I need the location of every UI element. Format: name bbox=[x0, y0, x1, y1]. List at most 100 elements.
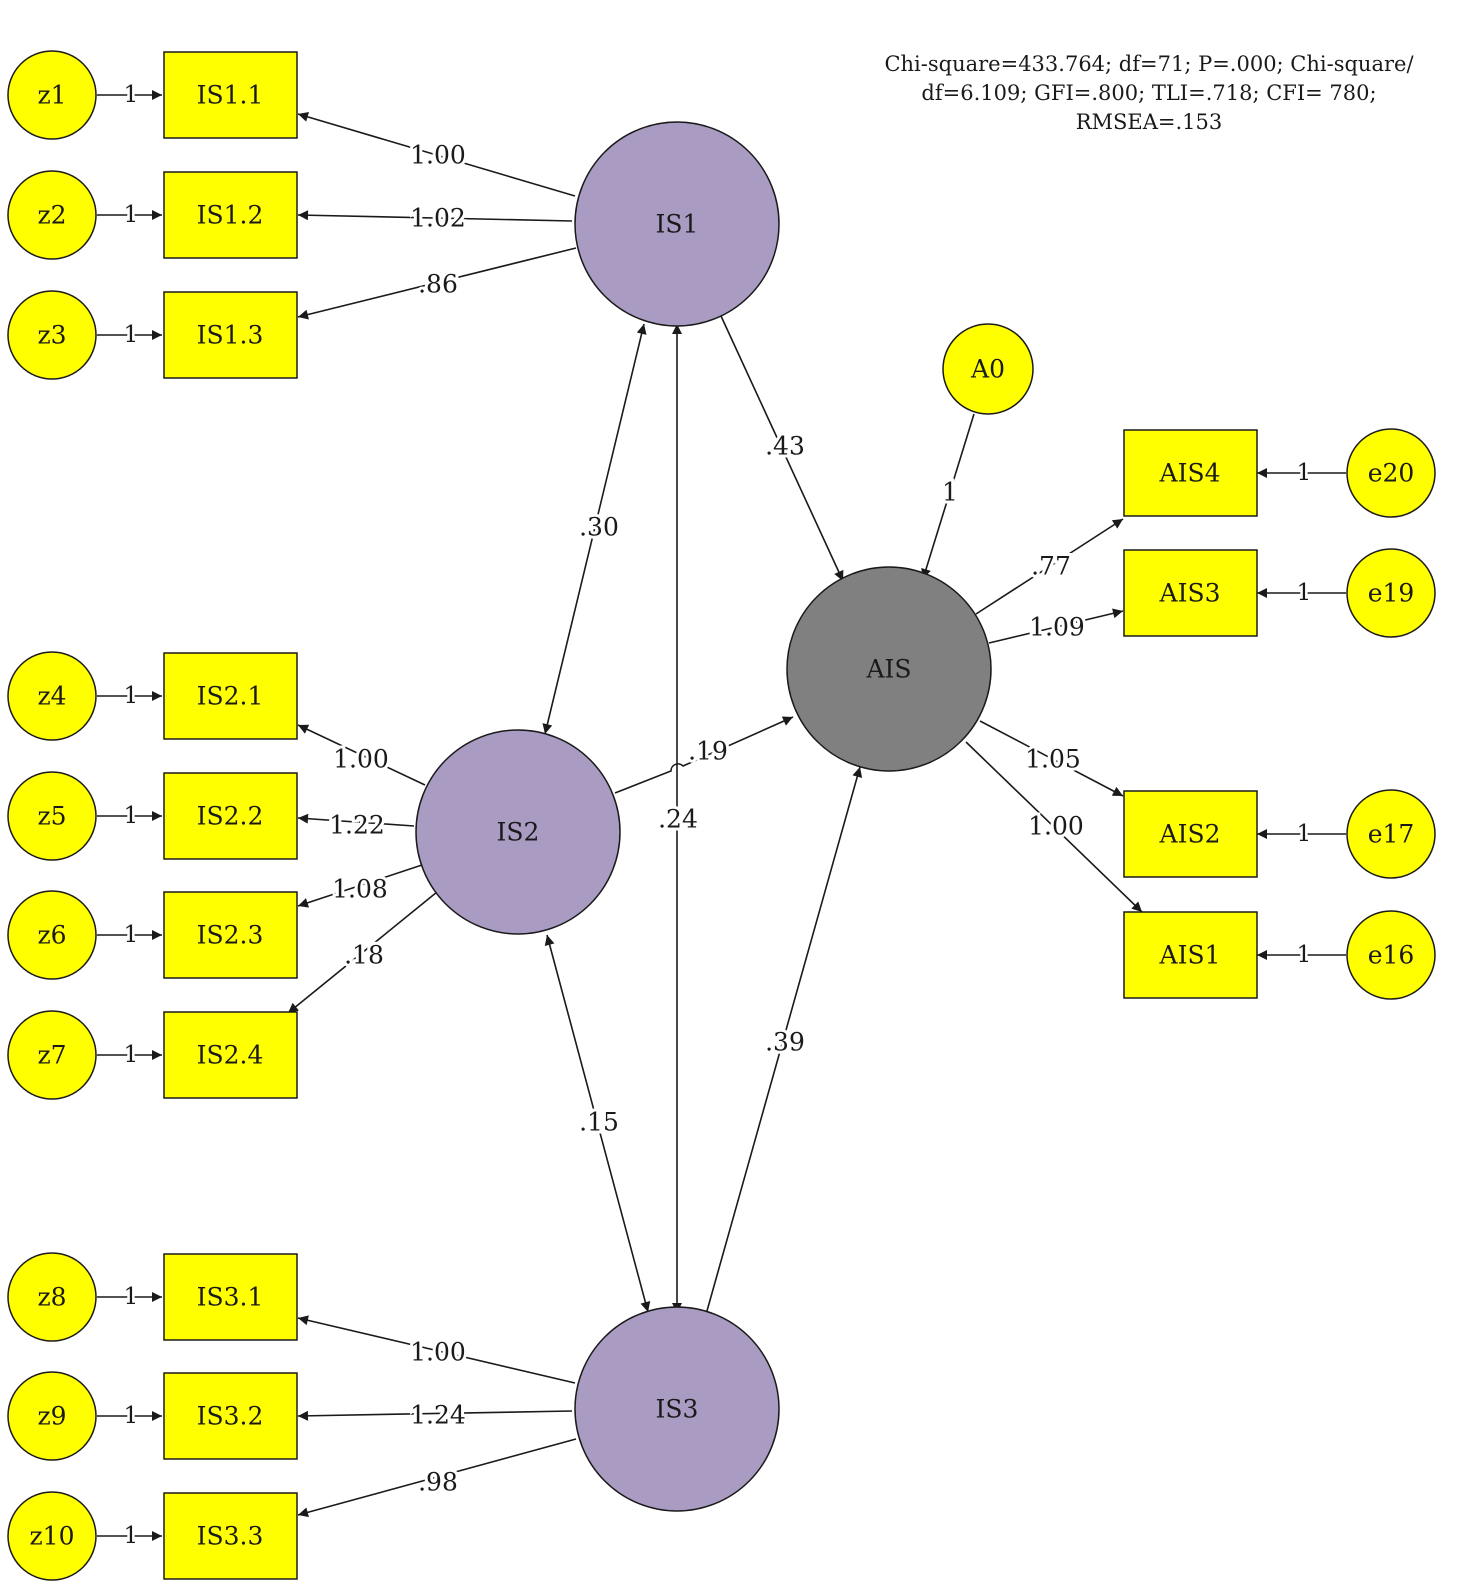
node-label-is2-1: IS2.1 bbox=[197, 682, 264, 711]
edge-label-ais-ais2: 1.05 bbox=[1025, 745, 1081, 774]
indicator-box-is1-1 bbox=[163, 51, 298, 139]
node-labels: z1 z2 z3 z4 z5 z6 z7 z8 z9 z10 IS1.1 IS1… bbox=[30, 81, 1415, 1551]
edge-label-z4: 1 bbox=[124, 683, 139, 709]
edge-label-is2-is3: .15 bbox=[579, 1108, 619, 1137]
edge-label-is2-is2-3: 1.08 bbox=[332, 875, 388, 904]
edge-label-a0-ais: 1 bbox=[942, 478, 958, 507]
error-node-e19 bbox=[1346, 548, 1436, 638]
path-is1-is1-2 bbox=[297, 210, 573, 222]
error-node-z10 bbox=[7, 1491, 97, 1581]
error-node-z9 bbox=[7, 1371, 97, 1461]
edge-labels: 1 1 1 1 1 1 1 1 1 1 1 1 1 1 1.00 1.02 .8… bbox=[121, 80, 1314, 1552]
node-label-is2-4: IS2.4 bbox=[197, 1041, 264, 1070]
fit-stats-line-3: RMSEA=.153 bbox=[1076, 110, 1223, 134]
edge-label-is3-is3-1: 1.00 bbox=[410, 1338, 466, 1367]
edge-label-is3-ais: .39 bbox=[765, 1028, 805, 1057]
cov-is2-is3 bbox=[544, 934, 651, 1313]
path-is1-ais bbox=[720, 315, 844, 582]
edge-label-z8: 1 bbox=[124, 1284, 139, 1310]
error-node-z4 bbox=[7, 651, 97, 741]
observed-indicators-left bbox=[163, 51, 298, 1580]
node-label-ais3: AIS3 bbox=[1159, 579, 1221, 608]
path-is2-is2-4 bbox=[287, 891, 438, 1014]
edge-label-ais-ais4: .77 bbox=[1031, 552, 1071, 581]
node-label-z9: z9 bbox=[37, 1402, 66, 1431]
node-label-z2: z2 bbox=[37, 201, 66, 230]
fit-stats-line-1: Chi-square=433.764; df=71; P=.000; Chi-s… bbox=[884, 52, 1414, 76]
path-is2-is2-2 bbox=[297, 813, 415, 827]
edge-label-is1-is1-2: 1.02 bbox=[410, 204, 466, 233]
node-label-a0: A0 bbox=[970, 355, 1005, 384]
error-node-z7 bbox=[7, 1010, 97, 1100]
latent-node-ais bbox=[786, 566, 992, 772]
node-label-is3-1: IS3.1 bbox=[197, 1283, 264, 1312]
indicator-box-is2-1 bbox=[163, 652, 298, 740]
edge-label-is3-is3-3: .98 bbox=[418, 1468, 458, 1497]
edge-label-is2-ais: .19 bbox=[688, 737, 728, 766]
error-node-a0 bbox=[942, 323, 1034, 415]
edge-label-e16: 1 bbox=[1297, 942, 1312, 968]
path-is2-is2-1 bbox=[297, 724, 426, 786]
path-ais-ais4 bbox=[975, 518, 1124, 615]
node-label-e16: e16 bbox=[1368, 941, 1415, 970]
node-label-z10: z10 bbox=[30, 1522, 75, 1551]
indicator-box-ais3 bbox=[1123, 549, 1258, 637]
observed-indicators-right bbox=[1123, 429, 1258, 999]
indicator-box-is3-1 bbox=[163, 1253, 298, 1341]
path-is3-is3-2 bbox=[297, 1410, 573, 1421]
edge-label-ais-ais3: 1.09 bbox=[1029, 613, 1085, 642]
edge-label-is2-is2-4: .18 bbox=[344, 941, 384, 970]
node-label-ais1: AIS1 bbox=[1159, 941, 1221, 970]
edge-label-is1-is1-1: 1.00 bbox=[410, 141, 466, 170]
latent-node-is3 bbox=[574, 1306, 780, 1512]
error-node-z2 bbox=[7, 170, 97, 260]
edge-label-is1-is1-3: .86 bbox=[418, 270, 458, 299]
edge-label-is1-is3: .24 bbox=[658, 805, 698, 834]
error-node-e20 bbox=[1346, 428, 1436, 518]
edge-label-is2-is2-2: 1.22 bbox=[329, 811, 385, 840]
node-label-e17: e17 bbox=[1368, 820, 1415, 849]
fit-statistics: Chi-square=433.764; df=71; P=.000; Chi-s… bbox=[884, 52, 1414, 134]
path-is3-is3-1 bbox=[297, 1315, 576, 1384]
indicator-box-is3-3 bbox=[163, 1492, 298, 1580]
edge-label-z3: 1 bbox=[124, 322, 139, 348]
indicator-box-is2-2 bbox=[163, 772, 298, 860]
node-label-ais2: AIS2 bbox=[1159, 820, 1221, 849]
error-node-z1 bbox=[7, 50, 97, 140]
error-node-z3 bbox=[7, 290, 97, 380]
path-a0-ais bbox=[921, 413, 975, 580]
node-label-is1-2: IS1.2 bbox=[197, 201, 264, 230]
node-label-is3-3: IS3.3 bbox=[197, 1522, 264, 1551]
node-label-is1: IS1 bbox=[656, 210, 699, 239]
error-node-e16 bbox=[1346, 910, 1436, 1000]
node-label-ais: AIS bbox=[865, 655, 911, 684]
edge-label-z9: 1 bbox=[124, 1403, 139, 1429]
node-label-z8: z8 bbox=[37, 1283, 66, 1312]
indicator-box-is2-4 bbox=[163, 1011, 298, 1099]
error-node-z6 bbox=[7, 890, 97, 980]
path-is1-is1-1 bbox=[297, 112, 576, 197]
latent-node-is1 bbox=[574, 121, 780, 327]
indicator-box-ais4 bbox=[1123, 429, 1258, 517]
indicator-box-is3-2 bbox=[163, 1372, 298, 1460]
path-is3-ais bbox=[704, 766, 863, 1319]
edge-label-is1-ais: .43 bbox=[765, 432, 805, 461]
indicator-box-is2-3 bbox=[163, 891, 298, 979]
edge-label-z5: 1 bbox=[124, 803, 139, 829]
path-is1-is1-3 bbox=[297, 247, 577, 320]
edge-label-e19: 1 bbox=[1297, 580, 1312, 606]
edge-label-is1-is2: .30 bbox=[579, 513, 619, 542]
path-ais-ais3 bbox=[988, 608, 1124, 644]
path-is2-ais bbox=[614, 716, 794, 794]
edge-label-z6: 1 bbox=[124, 922, 139, 948]
node-label-z5: z5 bbox=[37, 802, 66, 831]
node-label-is1-3: IS1.3 bbox=[197, 321, 264, 350]
edge-label-e20: 1 bbox=[1297, 460, 1312, 486]
cov-is1-is2 bbox=[542, 323, 647, 735]
error-node-z8 bbox=[7, 1252, 97, 1342]
error-node-z5 bbox=[7, 771, 97, 861]
path-ais-ais1 bbox=[965, 741, 1143, 913]
error-node-e17 bbox=[1346, 789, 1436, 879]
